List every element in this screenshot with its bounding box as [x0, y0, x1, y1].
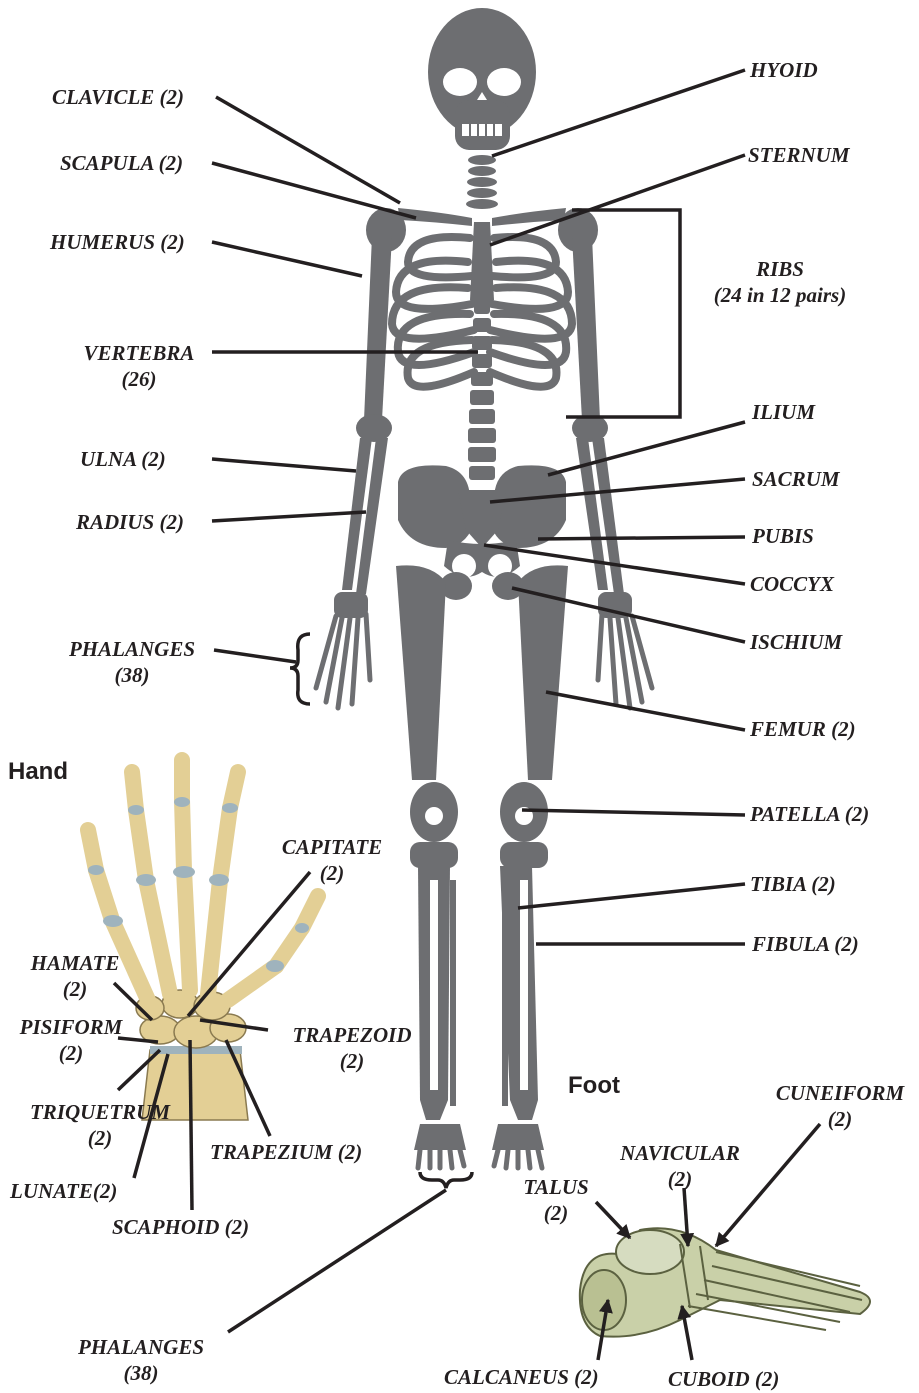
label-talus-count: (2): [506, 1200, 606, 1226]
label-navicular-count: (2): [600, 1166, 760, 1192]
label-sternum: STERNUM: [748, 142, 850, 168]
label-ribs-name: RIBS: [690, 256, 870, 282]
label-capitate: CAPITATE (2): [262, 834, 402, 886]
label-cuboid: CUBOID (2): [668, 1366, 779, 1392]
label-scapula: SCAPULA (2): [60, 150, 183, 176]
label-capitate-name: CAPITATE: [262, 834, 402, 860]
label-phalanges-foot: PHALANGES (38): [56, 1334, 226, 1386]
label-sacrum: SACRUM: [752, 466, 840, 492]
label-scaphoid: SCAPHOID (2): [112, 1214, 249, 1240]
skeleton-hand-fingers: [316, 614, 652, 708]
label-navicular-name: NAVICULAR: [600, 1140, 760, 1166]
label-cuneiform-name: CUNEIFORM: [760, 1080, 919, 1106]
label-pisiform-name: PISIFORM: [6, 1014, 136, 1040]
label-vertebra-name: VERTEBRA: [64, 340, 214, 366]
label-calcaneus: CALCANEUS (2): [444, 1364, 599, 1390]
label-hyoid: HYOID: [750, 57, 818, 83]
label-radius: RADIUS (2): [76, 509, 184, 535]
label-clavicle: CLAVICLE (2): [52, 84, 184, 110]
foot-illustration: [580, 1228, 870, 1336]
label-phalanges-foot-name: PHALANGES: [56, 1334, 226, 1360]
label-trapezoid: TRAPEZOID (2): [272, 1022, 432, 1074]
label-ischium: ISCHIUM: [750, 629, 842, 655]
label-ulna: ULNA (2): [80, 446, 166, 472]
label-tibia: TIBIA (2): [750, 871, 836, 897]
label-hamate: HAMATE (2): [10, 950, 140, 1002]
label-phalanges-hand-name: PHALANGES: [50, 636, 214, 662]
label-phalanges-hand: PHALANGES (38): [50, 636, 214, 688]
label-trapezoid-name: TRAPEZOID: [272, 1022, 432, 1048]
label-vertebra: VERTEBRA (26): [64, 340, 214, 392]
hand-section-title: Hand: [8, 758, 68, 786]
label-triquetrum-name: TRIQUETRUM: [10, 1099, 190, 1125]
label-cuneiform: CUNEIFORM (2): [760, 1080, 919, 1132]
label-fibula: FIBULA (2): [752, 931, 859, 957]
skull: [428, 8, 536, 150]
skeleton-toes: [418, 1150, 542, 1168]
label-capitate-count: (2): [262, 860, 402, 886]
label-pubis: PUBIS: [752, 523, 814, 549]
label-phalanges-foot-count: (38): [56, 1360, 226, 1386]
label-pisiform: PISIFORM (2): [6, 1014, 136, 1066]
label-hamate-count: (2): [10, 976, 140, 1002]
label-humerus: HUMERUS (2): [50, 229, 185, 255]
label-triquetrum: TRIQUETRUM (2): [10, 1099, 190, 1151]
label-talus: TALUS (2): [506, 1174, 606, 1226]
label-navicular: NAVICULAR (2): [600, 1140, 760, 1192]
cervical-vertebrae: [466, 155, 498, 209]
label-trapezoid-count: (2): [272, 1048, 432, 1074]
label-ribs: RIBS (24 in 12 pairs): [690, 256, 870, 308]
label-cuneiform-count: (2): [760, 1106, 919, 1132]
label-femur: FEMUR (2): [750, 716, 856, 742]
label-ilium: ILIUM: [752, 399, 815, 425]
label-vertebra-count: (26): [64, 366, 214, 392]
label-pisiform-count: (2): [6, 1040, 136, 1066]
label-coccyx: COCCYX: [750, 571, 834, 597]
foot-section-title: Foot: [568, 1072, 620, 1100]
label-trapezium: TRAPEZIUM (2): [210, 1139, 362, 1165]
label-hamate-name: HAMATE: [10, 950, 140, 976]
label-patella: PATELLA (2): [750, 801, 869, 827]
label-lunate: LUNATE(2): [10, 1178, 117, 1204]
label-triquetrum-count: (2): [10, 1125, 190, 1151]
label-talus-name: TALUS: [506, 1174, 606, 1200]
label-phalanges-hand-count: (38): [50, 662, 214, 688]
label-ribs-count: (24 in 12 pairs): [690, 282, 870, 308]
